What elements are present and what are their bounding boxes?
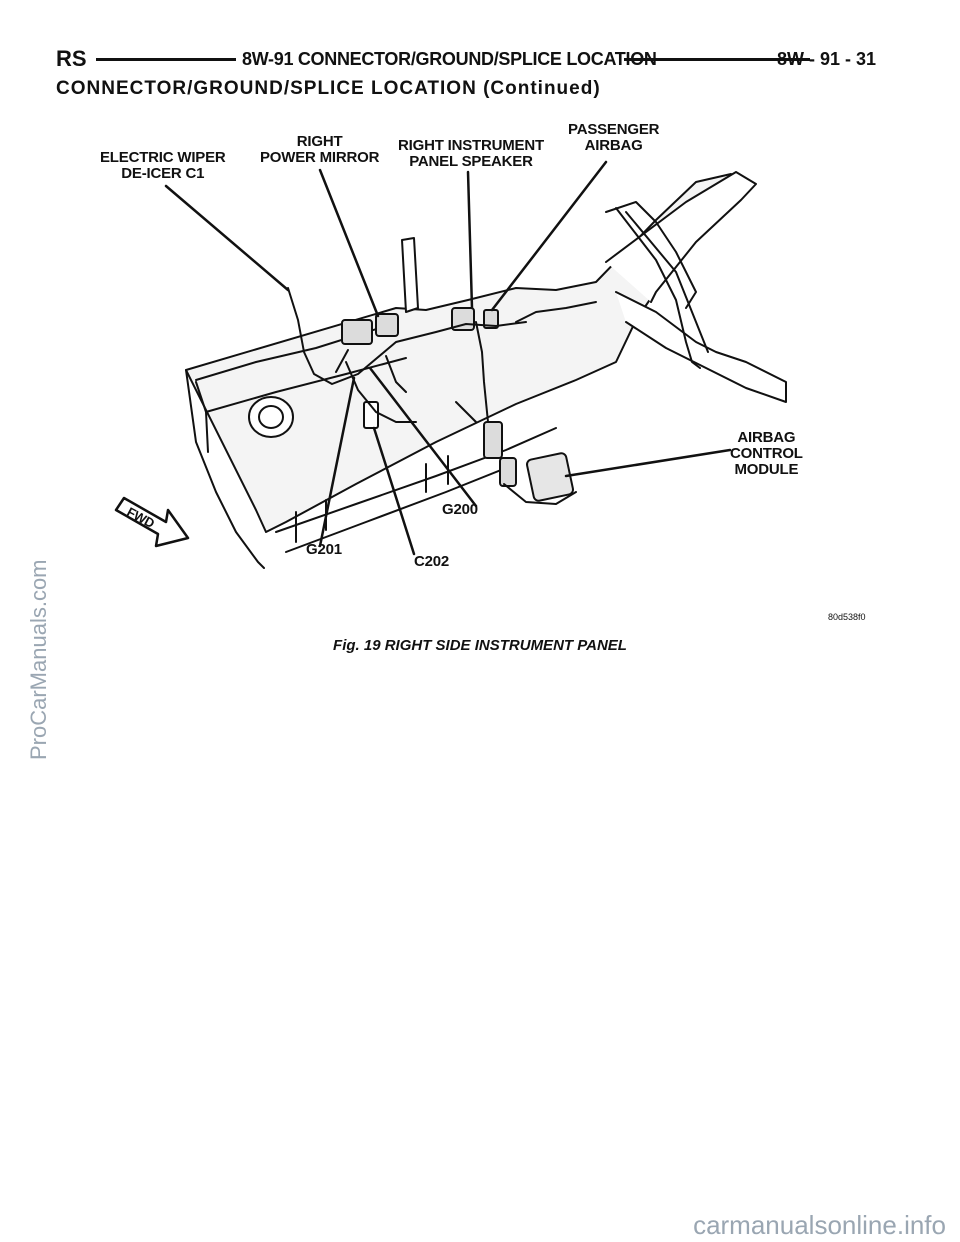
callout-g200: G200 <box>442 501 478 518</box>
header-rule-right <box>624 58 810 61</box>
callout-g201: G201 <box>306 541 342 558</box>
callout-text: ELECTRIC WIPER <box>100 149 226 166</box>
header-rule-left <box>96 58 236 61</box>
panel-body <box>185 171 787 569</box>
leader-power-mirror <box>318 168 380 318</box>
figure-caption: Fig. 19 RIGHT SIDE INSTRUMENT PANEL <box>333 637 627 654</box>
callout-text: MODULE <box>734 461 799 478</box>
callout-electric-wiper-deicer: ELECTRIC WIPER DE-ICER C1 <box>100 150 226 182</box>
section-code: RS <box>56 46 87 71</box>
callout-right-power-mirror: RIGHT POWER MIRROR <box>260 134 379 166</box>
callout-leaders <box>164 160 732 556</box>
fwd-arrow <box>114 496 190 548</box>
callout-text: PASSENGER <box>568 121 660 138</box>
callout-text: RIGHT <box>296 133 343 150</box>
callout-text: CONTROL <box>730 445 803 462</box>
instrument-panel-figure: ELECTRIC WIPER DE-ICER C1 RIGHT POWER MI… <box>96 112 886 632</box>
header-title: 8W-91 CONNECTOR/GROUND/SPLICE LOCATION <box>242 49 657 69</box>
leader-speaker <box>466 170 474 310</box>
leader-airbag-control-module <box>564 448 732 478</box>
leader-wiper-deicer <box>164 184 290 292</box>
callout-text: RIGHT INSTRUMENT <box>398 137 544 154</box>
callout-passenger-airbag: PASSENGER AIRBAG <box>568 122 659 154</box>
section-subheading: CONNECTOR/GROUND/SPLICE LOCATION (Contin… <box>56 78 601 99</box>
callout-text: PANEL SPEAKER <box>409 153 533 170</box>
instrument-panel-drawing <box>114 160 787 569</box>
page-number: 8W - 91 - 31 <box>776 49 876 69</box>
callout-text: POWER MIRROR <box>260 149 380 166</box>
leader-c202 <box>372 426 416 556</box>
leader-g201 <box>318 376 356 548</box>
callout-c202: C202 <box>414 553 450 570</box>
callout-airbag-control-module: AIRBAG CONTROL MODULE <box>730 430 803 478</box>
leader-g200 <box>368 366 478 508</box>
watermark-left-text: ProCarManuals.com <box>26 559 51 760</box>
callout-text: AIRBAG <box>737 429 796 446</box>
callout-right-instrument-panel-speaker: RIGHT INSTRUMENT PANEL SPEAKER <box>398 138 544 170</box>
page-header: RS 8W-91 CONNECTOR/GROUND/SPLICE LOCATIO… <box>56 44 876 74</box>
callout-text: AIRBAG <box>584 137 643 154</box>
callout-text: DE-ICER C1 <box>121 165 205 182</box>
watermark-bottom: carmanualsonline.info <box>693 1210 946 1240</box>
figure-id: 80d538f0 <box>828 612 866 622</box>
leader-passenger-airbag <box>490 160 608 312</box>
